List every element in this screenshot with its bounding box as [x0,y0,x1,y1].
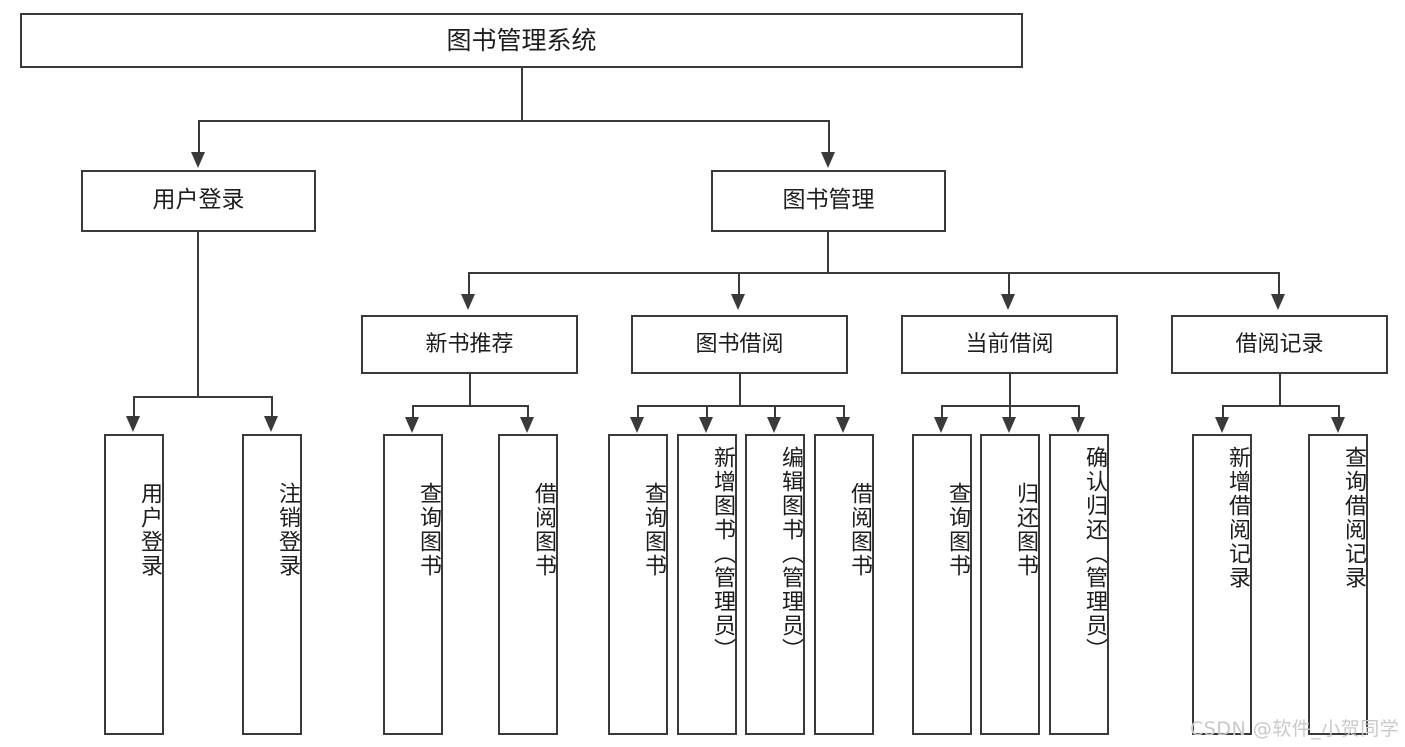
leaf-logout[interactable]: 注销登录 [242,434,302,735]
node-current-borrow[interactable]: 当前借阅 [901,315,1118,374]
leaf-edit-book-admin[interactable]: 编辑图书（管理员） [745,434,805,735]
connector-bookborrow-c4 [843,405,845,419]
arrowhead-to-user-login-leaf [126,416,140,432]
connector-to-book-borrow [738,272,740,296]
connector-root-to-bookmgmt [828,120,830,154]
connector-login-stem [197,232,199,396]
connector-root-bus [198,120,830,122]
connector-borrowrecord-bus [1222,405,1339,407]
connector-login-bus [133,396,272,398]
connector-currentborrow-c2 [1009,405,1011,419]
connector-currentborrow-c1 [941,405,943,419]
connector-currentborrow-stem [1009,374,1011,405]
csdn-watermark: CSDN @软件_小贺同学 [1190,718,1400,740]
leaf-label: 确认归还（管理员） [1082,446,1107,662]
connector-borrowrecord-stem [1279,374,1281,405]
arrowhead-borrowrecord-leaf-1 [1215,417,1229,433]
leaf-label: 新增借阅记录 [1225,446,1250,590]
connector-bookborrow-c3 [774,405,776,419]
arrowhead-currentborrow-leaf-3 [1071,417,1085,433]
arrowhead-to-current-borrow [1001,294,1015,310]
connector-root-stem [521,68,523,120]
node-user-login[interactable]: 用户登录 [81,170,316,232]
leaf-label: 注销登录 [275,482,300,578]
connector-newbook-c2 [527,405,529,419]
leaf-query-borrow-record[interactable]: 查询借阅记录 [1308,434,1368,735]
connector-bookborrow-stem [739,374,741,405]
connector-bookborrow-c1 [637,405,639,419]
leaf-label: 查询图书 [416,482,441,578]
connector-newbook-stem [469,374,471,405]
node-book-borrow[interactable]: 图书借阅 [631,315,848,374]
arrowhead-to-book-borrow [731,294,745,310]
arrowhead-to-logout-leaf [264,416,278,432]
arrowhead-currentborrow-leaf-2 [1002,417,1016,433]
leaf-label: 查询借阅记录 [1341,446,1366,590]
arrowhead-to-new-book-recommend [461,294,475,310]
node-new-book-recommend[interactable]: 新书推荐 [361,315,578,374]
connector-root-to-login [198,120,200,154]
arrowhead-bookborrow-leaf-4 [836,417,850,433]
arrowhead-to-book-management [821,152,835,168]
leaf-label: 借阅图书 [531,482,556,578]
leaf-user-login[interactable]: 用户登录 [104,434,164,735]
leaf-borrow-book-recommend[interactable]: 借阅图书 [498,434,558,735]
leaf-label: 借阅图书 [847,482,872,578]
leaf-label: 查询图书 [641,482,666,578]
connector-currentborrow-c3 [1078,405,1080,419]
arrowhead-bookborrow-leaf-2 [699,417,713,433]
connector-bookborrow-bus [637,405,844,407]
leaf-query-book-recommend[interactable]: 查询图书 [383,434,443,735]
connector-newbook-bus [412,405,528,407]
connector-login-left [133,396,135,418]
leaf-add-borrow-record[interactable]: 新增借阅记录 [1192,434,1252,735]
leaf-label: 用户登录 [137,482,162,578]
leaf-label: 查询图书 [945,482,970,578]
connector-borrowrecord-c1 [1222,405,1224,419]
arrowhead-currentborrow-leaf-1 [934,417,948,433]
connector-to-borrow-record [1278,272,1280,296]
node-borrow-record[interactable]: 借阅记录 [1171,315,1388,374]
arrowhead-bookborrow-leaf-1 [630,417,644,433]
node-root-system[interactable]: 图书管理系统 [20,13,1023,68]
connector-bookmgmt-stem [827,232,829,272]
leaf-query-book-borrow[interactable]: 查询图书 [608,434,668,735]
leaf-return-book[interactable]: 归还图书 [980,434,1040,735]
arrowhead-to-user-login [191,152,205,168]
connector-login-right [271,396,273,418]
leaf-label: 归还图书 [1013,482,1038,578]
arrowhead-to-borrow-record [1271,294,1285,310]
arrowhead-bookborrow-leaf-3 [767,417,781,433]
leaf-confirm-return-admin[interactable]: 确认归还（管理员） [1049,434,1109,735]
leaf-label: 编辑图书（管理员） [778,446,803,662]
leaf-label: 新增图书（管理员） [710,446,735,662]
connector-bookborrow-c2 [706,405,708,419]
connector-to-current-borrow [1008,272,1010,296]
leaf-add-book-admin[interactable]: 新增图书（管理员） [677,434,737,735]
arrowhead-newbook-leaf-2 [520,417,534,433]
arrowhead-newbook-leaf-1 [405,417,419,433]
arrowhead-borrowrecord-leaf-2 [1331,417,1345,433]
leaf-borrow-book[interactable]: 借阅图书 [814,434,874,735]
connector-borrowrecord-c2 [1338,405,1340,419]
connector-to-new-book [468,272,470,296]
connector-newbook-c1 [412,405,414,419]
connector-bookmgmt-bus [468,272,1280,274]
node-book-management[interactable]: 图书管理 [711,170,946,232]
leaf-query-book-current[interactable]: 查询图书 [912,434,972,735]
